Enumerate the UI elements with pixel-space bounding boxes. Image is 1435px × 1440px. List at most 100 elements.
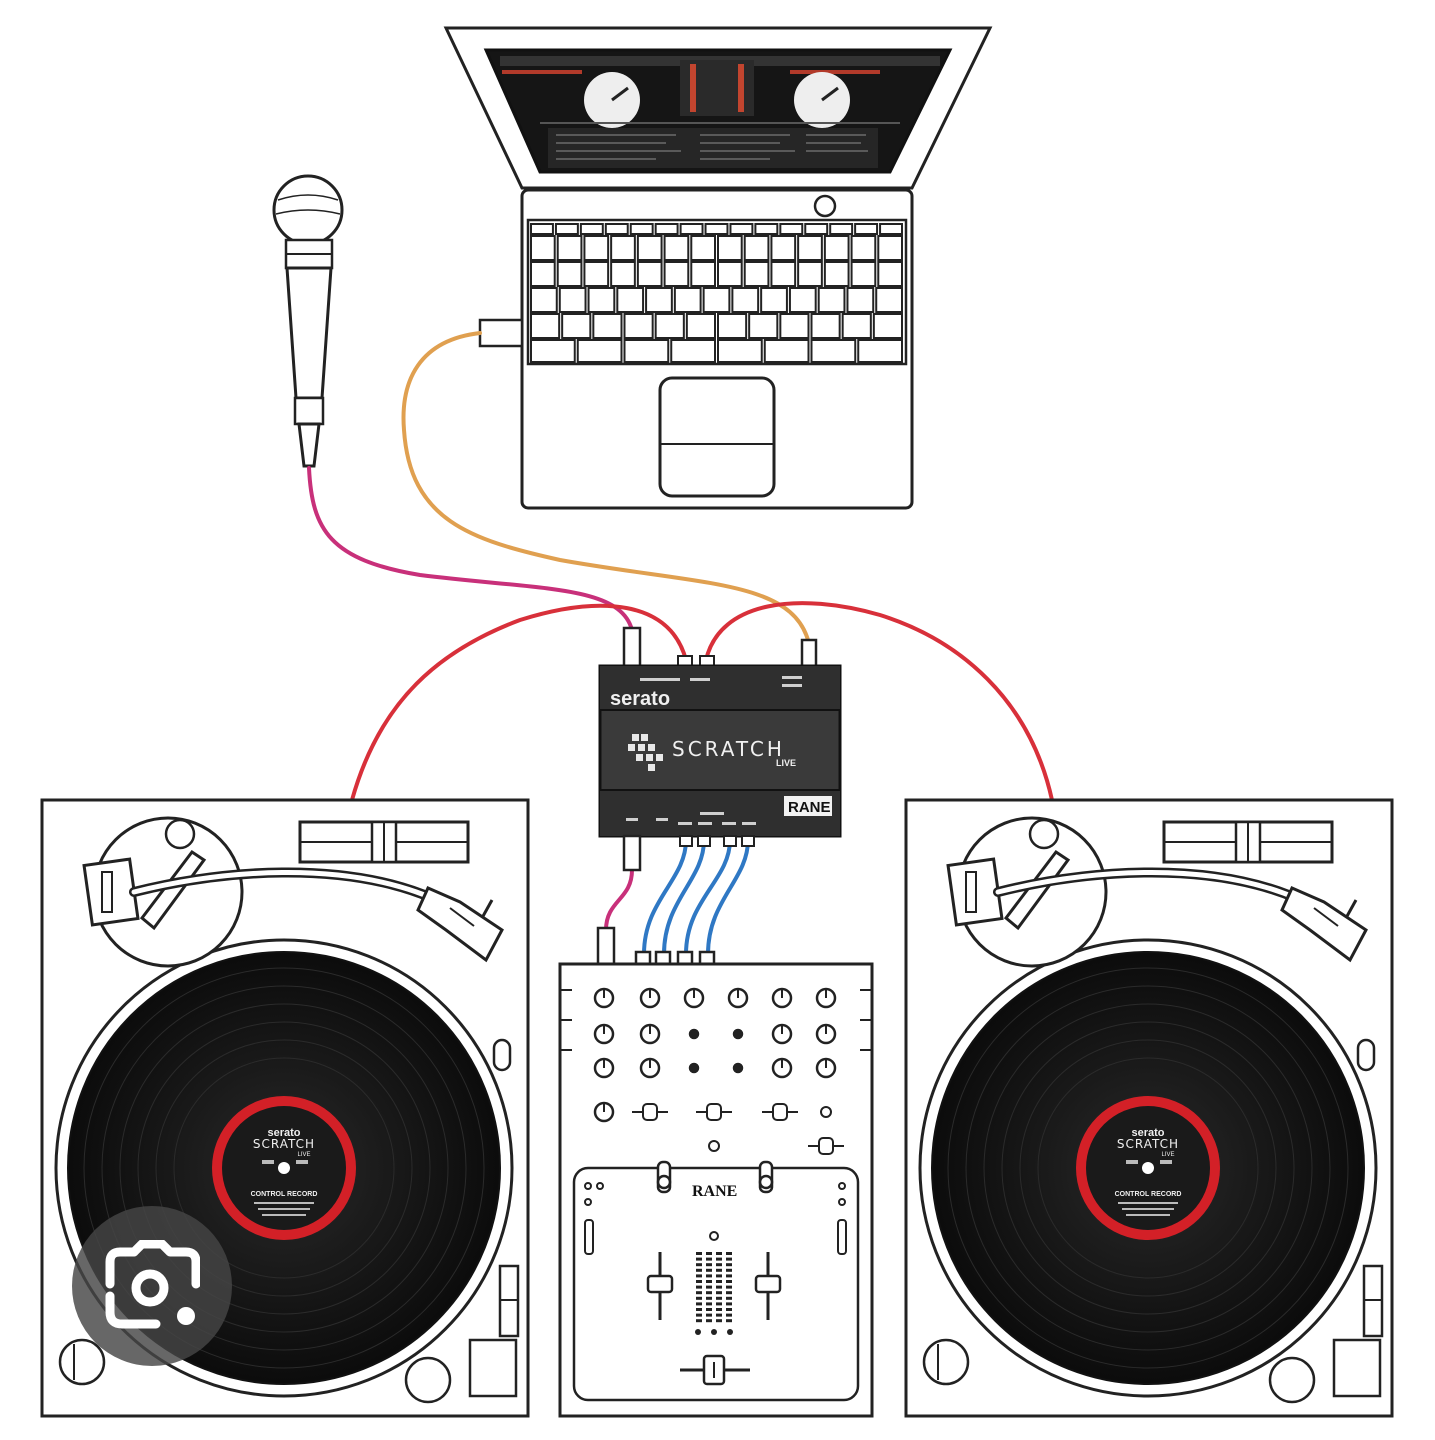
- meter-segment: [706, 1285, 712, 1289]
- usb-plug: [478, 318, 524, 348]
- meter-segment: [696, 1252, 702, 1255]
- mixer-small-button: [708, 1140, 720, 1152]
- keyboard-key: [804, 223, 829, 235]
- keyboard-key: [685, 313, 716, 339]
- mixer-toggles: [656, 1160, 774, 1194]
- vinyl-groove: [1001, 1021, 1295, 1315]
- keyboard-key: [879, 223, 903, 235]
- microphone: [272, 174, 344, 468]
- rca-cable-right: [704, 601, 1054, 802]
- lens-search-button[interactable]: [72, 1206, 232, 1366]
- mixer-maker: RANE: [692, 1183, 737, 1200]
- record-fine-print: [1126, 1160, 1138, 1164]
- keyboard-key: [729, 223, 754, 235]
- keyboard-key: [530, 223, 554, 235]
- mixer-led: [688, 1028, 700, 1040]
- keyboard-key: [663, 235, 690, 261]
- meter-segment: [726, 1319, 732, 1323]
- laptop-power-button: [813, 194, 837, 218]
- headshell-line: [449, 907, 475, 927]
- keyboard-key: [629, 223, 654, 235]
- rca-blue-1: [642, 838, 688, 956]
- mixer-knobs: [593, 987, 844, 1155]
- scratch-live-interface: serato SCRATCH LIVE RANE: [598, 626, 842, 872]
- cables: [307, 331, 1054, 956]
- keyboard-key: [877, 235, 903, 261]
- tonearm-lift: [1028, 818, 1060, 850]
- mic-body: [285, 266, 333, 400]
- record-fine-print: [254, 1202, 314, 1204]
- meter-segment: [696, 1308, 702, 1311]
- meter-segment: [706, 1319, 712, 1323]
- meter-segment: [706, 1313, 712, 1317]
- meter-segment: [696, 1263, 702, 1267]
- keyboard-key: [704, 223, 729, 235]
- meter-segment: [706, 1291, 712, 1295]
- keyboard-key: [530, 339, 576, 363]
- headshell-finger: [1344, 899, 1358, 919]
- scratch-live-logo-icon: [628, 734, 663, 771]
- keyboard-key: [654, 313, 685, 339]
- keyboard-key: [556, 261, 583, 287]
- keyboard-key: [810, 339, 857, 363]
- keyboard-key: [592, 313, 623, 339]
- keyboard-key: [679, 223, 704, 235]
- meter-segment: [716, 1268, 722, 1272]
- meter-segment: [716, 1263, 722, 1267]
- keyboard-key: [797, 235, 823, 261]
- keyboard-key: [743, 261, 770, 287]
- vinyl-groove: [965, 985, 1331, 1351]
- meter-segment: [696, 1257, 702, 1261]
- keyboard-key: [702, 287, 731, 313]
- meter-segment: [716, 1291, 722, 1295]
- record-title: SCRATCH: [253, 1137, 315, 1151]
- vinyl-groove: [1019, 1039, 1277, 1297]
- tonearm-rest: [1003, 849, 1071, 931]
- keyboard-key: [717, 313, 748, 339]
- keyboard-key: [587, 287, 616, 313]
- keyboard-key: [760, 287, 788, 313]
- meter-segment: [716, 1280, 722, 1283]
- keyboard-key: [690, 235, 716, 261]
- record-fine-print: [258, 1208, 310, 1210]
- keyboard-key: [875, 287, 904, 313]
- tonearm-lift: [164, 818, 196, 850]
- meter-segment: [706, 1280, 712, 1283]
- meter-segment: [726, 1308, 732, 1311]
- meter-segment: [696, 1313, 702, 1317]
- meter-segment: [726, 1274, 732, 1278]
- headshell: [416, 886, 504, 963]
- laptop-trackpad: [658, 376, 776, 498]
- mini-fader-knob: [772, 1103, 788, 1121]
- keyboard-key: [717, 339, 763, 363]
- rca-cable-left: [350, 603, 688, 802]
- keyboard-key: [670, 339, 716, 363]
- headshell: [1280, 886, 1368, 963]
- record-fine-print: [262, 1214, 306, 1216]
- vinyl-groove: [101, 985, 467, 1351]
- target-light: [1356, 1038, 1376, 1072]
- keyboard-key: [576, 339, 623, 363]
- record-fine-print: [1160, 1160, 1172, 1164]
- keyboard-key: [770, 235, 797, 261]
- vinyl-groove: [947, 967, 1349, 1369]
- usb-cable: [401, 331, 810, 642]
- keyboard-key: [583, 261, 610, 287]
- meter-segment: [696, 1268, 702, 1272]
- record-brand: serato: [267, 1127, 300, 1139]
- meter-segment: [726, 1257, 732, 1261]
- meter-segment: [696, 1319, 702, 1323]
- meter-segment: [706, 1268, 712, 1272]
- meter-segment: [696, 1285, 702, 1289]
- vinyl-groove: [119, 1003, 449, 1333]
- vinyl-groove: [983, 1003, 1313, 1333]
- keyboard-key: [872, 313, 903, 339]
- level-meter: [696, 1252, 732, 1323]
- meter-segment: [706, 1274, 712, 1278]
- keyboard-key: [817, 287, 846, 313]
- keyboard-key: [779, 313, 810, 339]
- meter-segment: [706, 1252, 712, 1255]
- meter-segment: [706, 1296, 712, 1300]
- record-title: SCRATCH: [1117, 1137, 1179, 1151]
